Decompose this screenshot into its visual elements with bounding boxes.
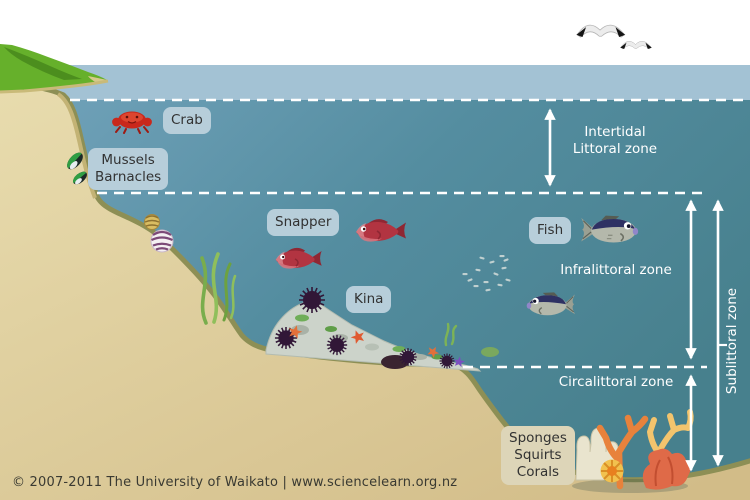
coral-reef-icon: [572, 409, 694, 493]
starfish-icon: [350, 330, 364, 344]
zone-boundaries: [70, 98, 750, 369]
circalittoral-zone-label: Circalittoral zone: [558, 374, 674, 390]
snapper-icon: [275, 247, 322, 269]
anemone-icon: [600, 459, 624, 483]
starfish-icon: [427, 346, 440, 359]
kina-icon: [274, 326, 298, 350]
sponges-squirts-corals-label: Sponges Squirts Corals: [501, 426, 575, 485]
seagull-icon: [576, 24, 626, 38]
intertidal-zone-label: Intertidal Littoral zone: [572, 124, 658, 157]
seabed-sand: [0, 84, 750, 500]
sublittoral-zone-label: Sublittoral zone: [724, 287, 740, 395]
rock-cave: [381, 355, 409, 369]
sky: [0, 0, 750, 66]
fish-school-icon: [462, 255, 511, 292]
rock-outcrop: [265, 287, 499, 372]
kina-icon: [439, 353, 455, 369]
crab-label: Crab: [163, 107, 211, 134]
blue-fish-icon: [526, 292, 576, 316]
zone-arrows: [544, 108, 727, 472]
seagull-icon: [620, 41, 652, 50]
shell-icon: [144, 214, 160, 230]
copyright-text: © 2007-2011 The University of Waikato | …: [12, 475, 458, 490]
starfish-icon: [453, 356, 465, 368]
infralittoral-zone-label: Infralittoral zone: [560, 262, 672, 278]
blue-fish-icon: [581, 215, 639, 243]
mussels-icon: [67, 152, 87, 185]
kina-icon: [399, 348, 417, 366]
shell-icon: [150, 229, 174, 253]
kina-icon: [326, 334, 348, 356]
seaweed-icon: [200, 252, 237, 325]
crab-icon: [112, 111, 152, 134]
snapper-icon: [356, 219, 406, 242]
starfish-icon: [288, 325, 303, 339]
headland: [0, 44, 109, 94]
snapper-label: Snapper: [267, 209, 340, 236]
kina-label: Kina: [346, 286, 392, 313]
sea-surface-band: [0, 65, 750, 100]
mussels-barnacles-label: Mussels Barnacles: [88, 148, 169, 190]
fish-label: Fish: [529, 217, 572, 244]
kina-icon: [299, 287, 325, 313]
